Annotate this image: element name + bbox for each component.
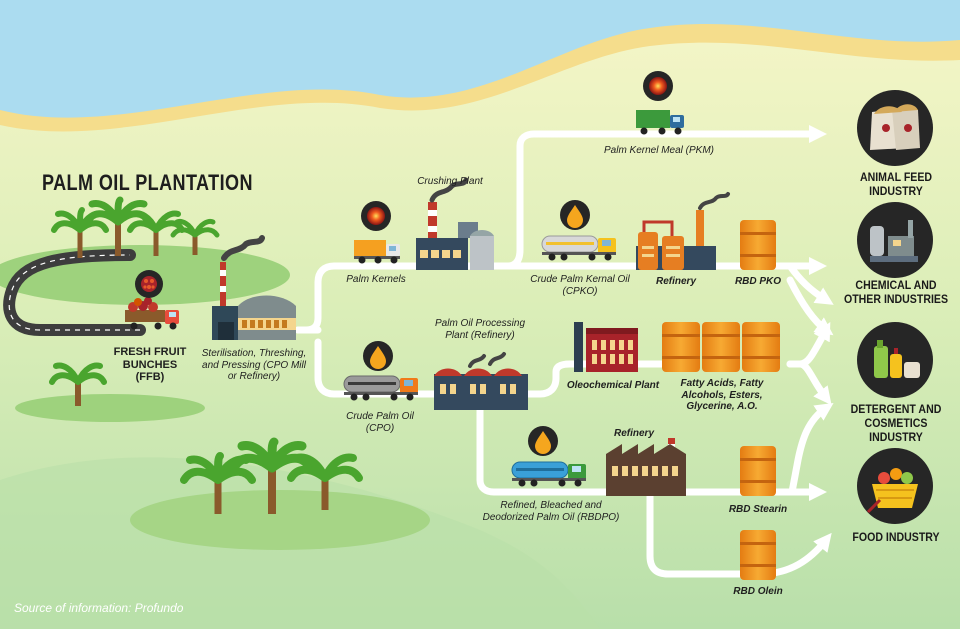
oleochemical-plant-building	[574, 322, 638, 372]
kernel-fire-icon	[361, 201, 391, 231]
hill-small	[15, 394, 205, 422]
refinery-top-building	[636, 192, 730, 270]
cpo-oil-drop-icon	[363, 341, 393, 371]
detergent-industry-label: DETERGENT AND COSMETICS INDUSTRY	[850, 404, 942, 444]
page-title: PALM OIL PLANTATION	[42, 170, 253, 195]
refinery-bottom-building	[606, 438, 686, 496]
source-note: Source of information: Profundo	[14, 601, 184, 615]
crushing-plant-label: Crushing Plant	[417, 176, 483, 187]
cpo-label: Crude Palm Oil (CPO)	[346, 411, 414, 434]
animal-feed-industry-icon	[857, 90, 933, 166]
rbdpo-oil-drop-icon	[528, 426, 558, 456]
ffb-truck-icon	[125, 297, 179, 330]
flow-lines	[294, 124, 834, 578]
hill-bottom	[130, 490, 430, 550]
food-industry-label: FOOD INDUSTRY	[852, 532, 940, 544]
barrel-fatty-icon	[662, 322, 780, 372]
ffb-label: FRESH FRUIT BUNCHES (FFB)	[113, 346, 187, 384]
crushing-plant-building	[416, 177, 494, 270]
chemical-industry-icon	[857, 202, 933, 278]
chemical-industry-label: CHEMICAL AND OTHER INDUSTRIES	[843, 280, 949, 306]
flow-stearin-det	[788, 402, 834, 496]
pkm-truck-icon	[636, 110, 684, 135]
food-industry-icon	[857, 448, 933, 524]
barrel-rbd-stearin-icon	[740, 446, 776, 496]
ffb-fruit-icon	[135, 270, 163, 298]
barrel-rbd-olein-icon	[740, 530, 776, 580]
flow-to-food	[476, 390, 828, 502]
flow-fatty-det	[786, 360, 832, 406]
flow-pko-chem	[786, 262, 834, 305]
palm-tree-group-bottom	[180, 437, 363, 514]
processing-plant-building	[434, 352, 528, 410]
cpo-tanker-icon	[343, 375, 418, 401]
cpo-mill-building	[212, 235, 296, 340]
animal-feed-industry-label: ANIMAL FEED INDUSTRY	[859, 172, 933, 198]
palm-tree-single	[49, 362, 107, 406]
flow-cpo-to-oleochemical	[314, 338, 694, 398]
pkm-fire-icon	[643, 71, 673, 101]
oleochemical-plant-label: Oleochemical Plant	[566, 380, 660, 391]
flow-to-olein	[646, 488, 832, 578]
processing-plant-label: Palm Oil Processing Plant (Refinery)	[434, 318, 526, 341]
mill-label: Sterilisation, Threshing, and Pressing (…	[201, 348, 307, 382]
fatty-products-label: Fatty Acids, Fatty Alcohols, Esters, Gly…	[680, 378, 764, 412]
rbdpo-tanker-icon	[511, 461, 586, 487]
rbd-stearin-label: RBD Stearin	[728, 504, 788, 515]
refinery-bottom-label: Refinery	[613, 428, 654, 439]
palm-tree-group-top	[51, 196, 220, 258]
cpko-oil-drop-icon	[560, 200, 590, 230]
cpko-tanker-icon	[541, 235, 616, 261]
road-marking	[8, 254, 140, 331]
rbdpo-label: Refined, Bleached and Deodorized Palm Oi…	[482, 500, 620, 523]
barrel-rbd-pko-icon	[740, 220, 776, 270]
rbd-pko-label: RBD PKO	[734, 276, 782, 287]
detergent-cosmetics-industry-icon	[857, 322, 933, 398]
cpko-label: Crude Palm Kernal Oil (CPKO)	[530, 274, 630, 297]
flow-to-animal-feed	[496, 124, 828, 270]
kernel-truck-icon	[354, 240, 400, 264]
pkm-label: Palm Kernel Meal (PKM)	[603, 145, 715, 156]
palm-kernels-label: Palm Kernels	[346, 274, 406, 285]
rbd-olein-label: RBD Olein	[733, 586, 783, 597]
refinery-top-label: Refinery	[655, 276, 696, 287]
